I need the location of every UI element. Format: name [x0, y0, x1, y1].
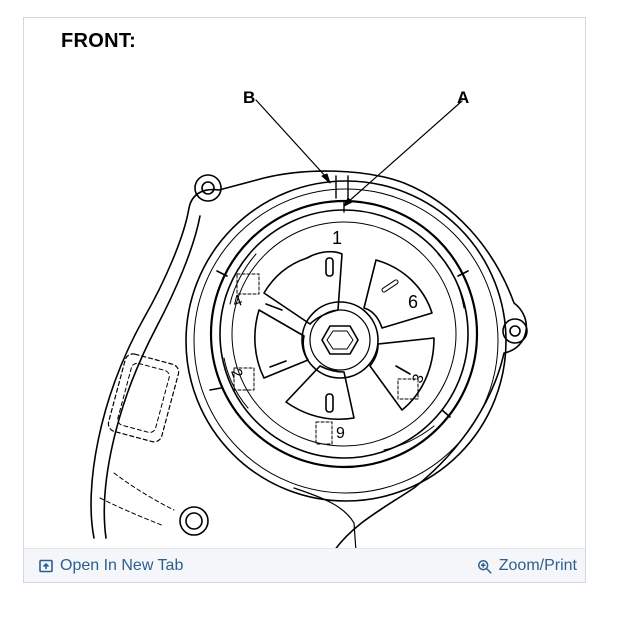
diagram-heading: FRONT: [61, 30, 137, 52]
numeral-bottom: 9 [336, 425, 345, 442]
open-new-tab-label: Open In New Tab [60, 557, 184, 574]
numeral-lower-right: 3 [409, 372, 428, 386]
zoom-print-label: Zoom/Print [498, 557, 577, 574]
callout-b-leader [255, 99, 328, 179]
timing-mark [335, 175, 349, 199]
zoom-in-icon [477, 558, 493, 574]
numeral-left: 4 [231, 292, 245, 311]
callout-a-leader [347, 100, 463, 203]
engine-diagram: 1 6 3 9 2 4 [90, 99, 528, 552]
zoom-print-link[interactable]: Zoom/Print [477, 557, 577, 575]
housing-rim [185, 180, 507, 502]
pulley-hub [301, 301, 379, 379]
hub-bolt [321, 325, 359, 355]
callout-b-label: B [243, 88, 256, 107]
numeral-top: 1 [332, 228, 342, 248]
diagram-area: 1 6 3 9 2 4 FRONT: B A [24, 18, 587, 552]
open-in-new-tab-icon [38, 558, 54, 574]
diagram-frame: 1 6 3 9 2 4 FRONT: B A Open In New Tab [23, 17, 586, 583]
numeral-lower-left: 2 [227, 367, 246, 381]
image-toolbar: Open In New Tab Zoom/Print [24, 548, 585, 582]
open-new-tab-link[interactable]: Open In New Tab [38, 557, 183, 575]
callout-a-label: A [457, 88, 470, 107]
numeral-right: 6 [408, 292, 418, 312]
